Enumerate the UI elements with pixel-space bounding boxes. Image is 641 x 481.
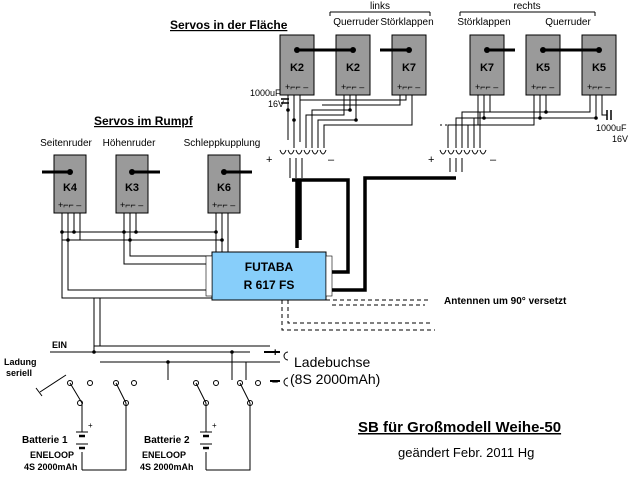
servo-function-label: Querruder — [333, 17, 379, 28]
servo-function-label: Störklappen — [457, 17, 510, 28]
servo-function-label: Seitenruder — [40, 138, 92, 149]
servo-function-label: Querruder — [545, 17, 591, 28]
wing-servos-title: Servos in der Fläche — [170, 18, 288, 32]
battery-spec: 4S 2000mAh — [140, 462, 194, 472]
svg-text:+⌐⌐ –: +⌐⌐ – — [341, 82, 364, 92]
battery-name: Batterie 2 — [144, 435, 190, 446]
power-wiring — [50, 298, 280, 382]
fuselage-servo: K4 +⌐⌐ – — [42, 154, 87, 214]
fuselage-servos-title: Servos im Rumpf — [94, 114, 194, 128]
antennas — [281, 299, 435, 331]
serial-charging-label: Ladung — [4, 357, 37, 367]
capacitor-value-right: 1000uF — [596, 123, 627, 133]
minus-sign: – — [328, 154, 335, 166]
antenna-note: Antennen um 90° versetzt — [444, 296, 567, 307]
svg-text:seriell: seriell — [6, 368, 32, 378]
svg-text:+: + — [212, 421, 217, 430]
capacitor-voltage-left: 16V — [268, 99, 284, 109]
fuselage-wiring — [60, 213, 229, 299]
capacitor-voltage-right: 16V — [612, 134, 628, 144]
capacitor-right — [606, 110, 612, 120]
wing-servo: K7 +⌐⌐ – — [380, 34, 427, 96]
minus-sign: – — [490, 154, 497, 166]
svg-text:+⌐⌐ –: +⌐⌐ – — [58, 200, 81, 210]
charging-port-label: Ladebuchse — [294, 354, 371, 370]
servo-channel-label: K3 — [125, 182, 139, 194]
servo-channel-label: K6 — [217, 182, 231, 194]
receiver: FUTABA R 617 FS — [205, 251, 333, 301]
svg-text:+: + — [88, 421, 93, 430]
svg-text:+⌐⌐ –: +⌐⌐ – — [120, 200, 143, 210]
receiver-brand: FUTABA — [245, 260, 294, 274]
servo-channel-label: K7 — [480, 62, 494, 74]
wing-servo: K5 +⌐⌐ – — [571, 34, 617, 96]
svg-text:+⌐⌐ –: +⌐⌐ – — [397, 82, 420, 92]
battery-type: ENELOOP — [30, 450, 74, 460]
servo-channel-label: K7 — [402, 62, 416, 74]
servo-channel-label: K4 — [63, 182, 78, 194]
connector-fork-right — [439, 149, 487, 172]
svg-text:+⌐⌐ –: +⌐⌐ – — [475, 82, 498, 92]
svg-text:+⌐⌐ –: +⌐⌐ – — [587, 82, 610, 92]
switch-label: EIN — [52, 340, 67, 350]
wing-servo: K2 +⌐⌐ – — [279, 34, 325, 96]
battery: + Batterie 1 ENELOOP 4S 2000mAh — [22, 403, 127, 472]
charging-port: + – — [272, 347, 289, 388]
wing-cable-right — [326, 176, 456, 292]
wing-cable-left — [292, 178, 350, 274]
battery-spec: 4S 2000mAh — [24, 462, 78, 472]
plus-sign: + — [272, 347, 278, 359]
minus-sign: – — [272, 376, 278, 388]
left-group-label: links — [370, 1, 390, 12]
fuselage-servo: K6 +⌐⌐ – — [207, 154, 252, 214]
wing-servo: K5 +⌐⌐ – — [525, 34, 571, 96]
wing-wiring-right: + – — [428, 95, 607, 166]
switch-row — [35, 374, 261, 406]
servo-channel-label: K5 — [536, 62, 550, 74]
servo-function-label: Höhenruder — [103, 138, 156, 149]
receiver-model: R 617 FS — [244, 278, 295, 292]
diagram-subtitle: geändert Febr. 2011 Hg — [398, 445, 534, 460]
battery-type: ENELOOP — [142, 450, 186, 460]
svg-text:+⌐⌐ –: +⌐⌐ – — [531, 82, 554, 92]
fuselage-servo: K3 +⌐⌐ – — [115, 154, 160, 214]
svg-text:+⌐⌐ –: +⌐⌐ – — [212, 200, 235, 210]
charging-spec: (8S 2000mAh) — [290, 371, 380, 387]
svg-text:+⌐⌐ –: +⌐⌐ – — [285, 82, 308, 92]
battery: + Batterie 2 ENELOOP 4S 2000mAh — [140, 403, 251, 472]
connector-fork-left — [279, 149, 327, 178]
capacitor-value-left: 1000uF — [250, 88, 281, 98]
wing-wiring-left: + – — [266, 95, 413, 166]
battery-name: Batterie 1 — [22, 435, 68, 446]
wing-servo: K7 +⌐⌐ – — [469, 34, 515, 96]
servo-channel-label: K2 — [346, 62, 360, 74]
plus-sign: + — [428, 154, 434, 166]
servo-channel-label: K5 — [592, 62, 606, 74]
plus-sign: + — [266, 154, 272, 166]
diagram-title: SB für Großmodell Weihe-50 — [358, 419, 561, 436]
servo-function-label: Schleppkupplung — [184, 138, 261, 149]
right-group-label: rechts — [513, 1, 540, 12]
servo-function-label: Störklappen — [380, 17, 433, 28]
wing-servo: K2 +⌐⌐ – — [325, 34, 371, 96]
servo-channel-label: K2 — [290, 62, 304, 74]
